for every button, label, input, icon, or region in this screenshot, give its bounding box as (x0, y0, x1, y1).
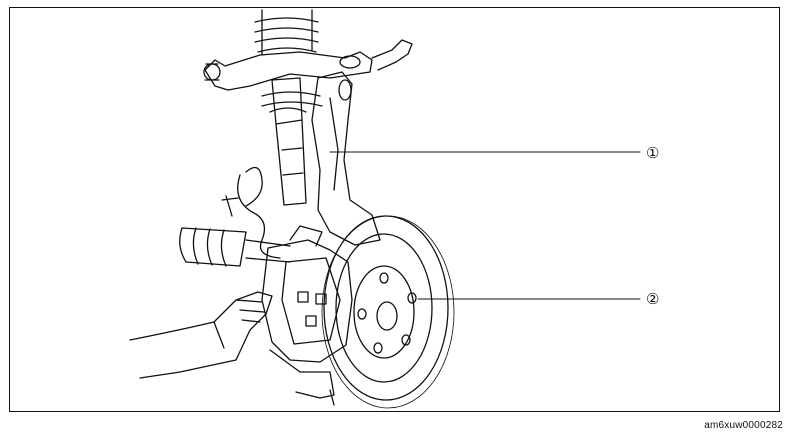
technician-arm (129, 291, 273, 379)
coil-spring (254, 9, 323, 107)
brake-caliper (261, 225, 353, 363)
steering-knuckle (311, 71, 381, 246)
upper-arm (203, 39, 413, 91)
wheel-hub (353, 265, 417, 359)
brake-hose (221, 166, 281, 259)
shock-absorber (269, 77, 307, 206)
brake-disc (321, 215, 455, 409)
callout-2-label: ② (646, 291, 660, 308)
callout-1-label: ① (646, 145, 660, 162)
figure-frame (9, 7, 780, 412)
image-code: am6xuw0000282 (704, 420, 783, 431)
leader-lines (329, 151, 641, 300)
lower-control-arm (269, 349, 335, 406)
